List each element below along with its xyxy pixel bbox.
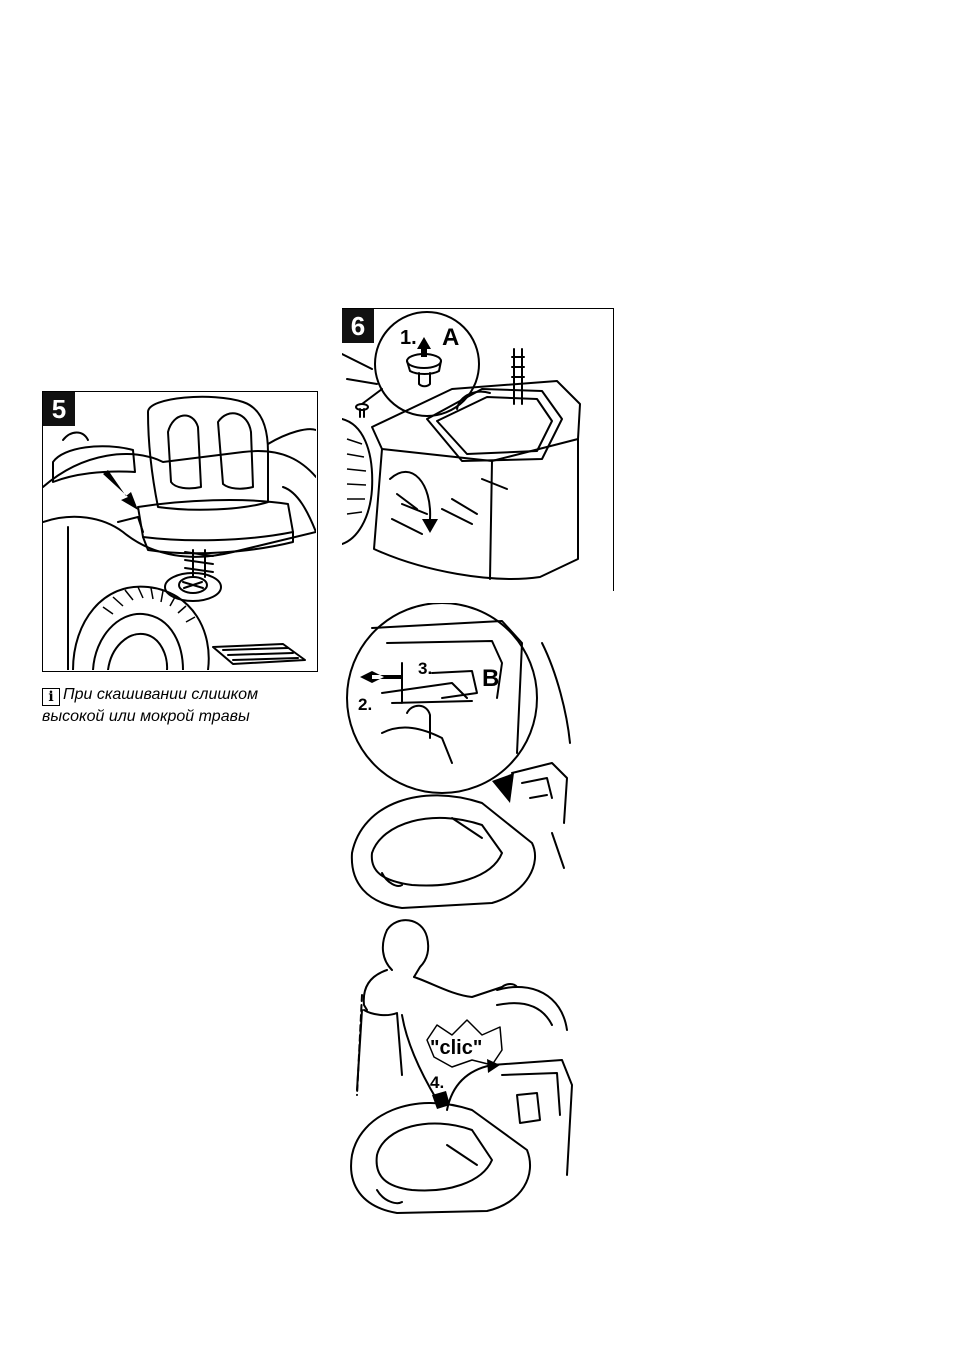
figure-5-illustration — [43, 392, 316, 670]
figure-5: 5 — [42, 391, 318, 672]
figure-8-sound-label: "clic" — [430, 1037, 482, 1060]
figure-8: "clic" 4. — [342, 915, 574, 1215]
note-line-1: При скашивании слишком — [63, 686, 258, 703]
figure-6-step-1: 1. — [400, 327, 417, 350]
figure-7: 3. B 2. — [342, 603, 572, 911]
figure-8-step-4: 4. — [430, 1073, 444, 1093]
info-icon: i — [42, 688, 60, 706]
figure-7-label-b: B — [482, 665, 499, 693]
figure-8-illustration — [342, 915, 574, 1215]
figure-5-number: 5 — [43, 392, 75, 426]
note-line-2: высокой или мокрой травы — [42, 708, 250, 725]
figure-7-step-2: 2. — [358, 695, 372, 715]
figure-6: 6 1. A — [342, 308, 614, 591]
figure-7-illustration — [342, 603, 572, 911]
figure-7-step-3: 3. — [418, 659, 432, 679]
figure-6-label-a: A — [442, 324, 459, 352]
figure-6-illustration — [342, 309, 612, 590]
figure-6-number: 6 — [342, 309, 374, 343]
